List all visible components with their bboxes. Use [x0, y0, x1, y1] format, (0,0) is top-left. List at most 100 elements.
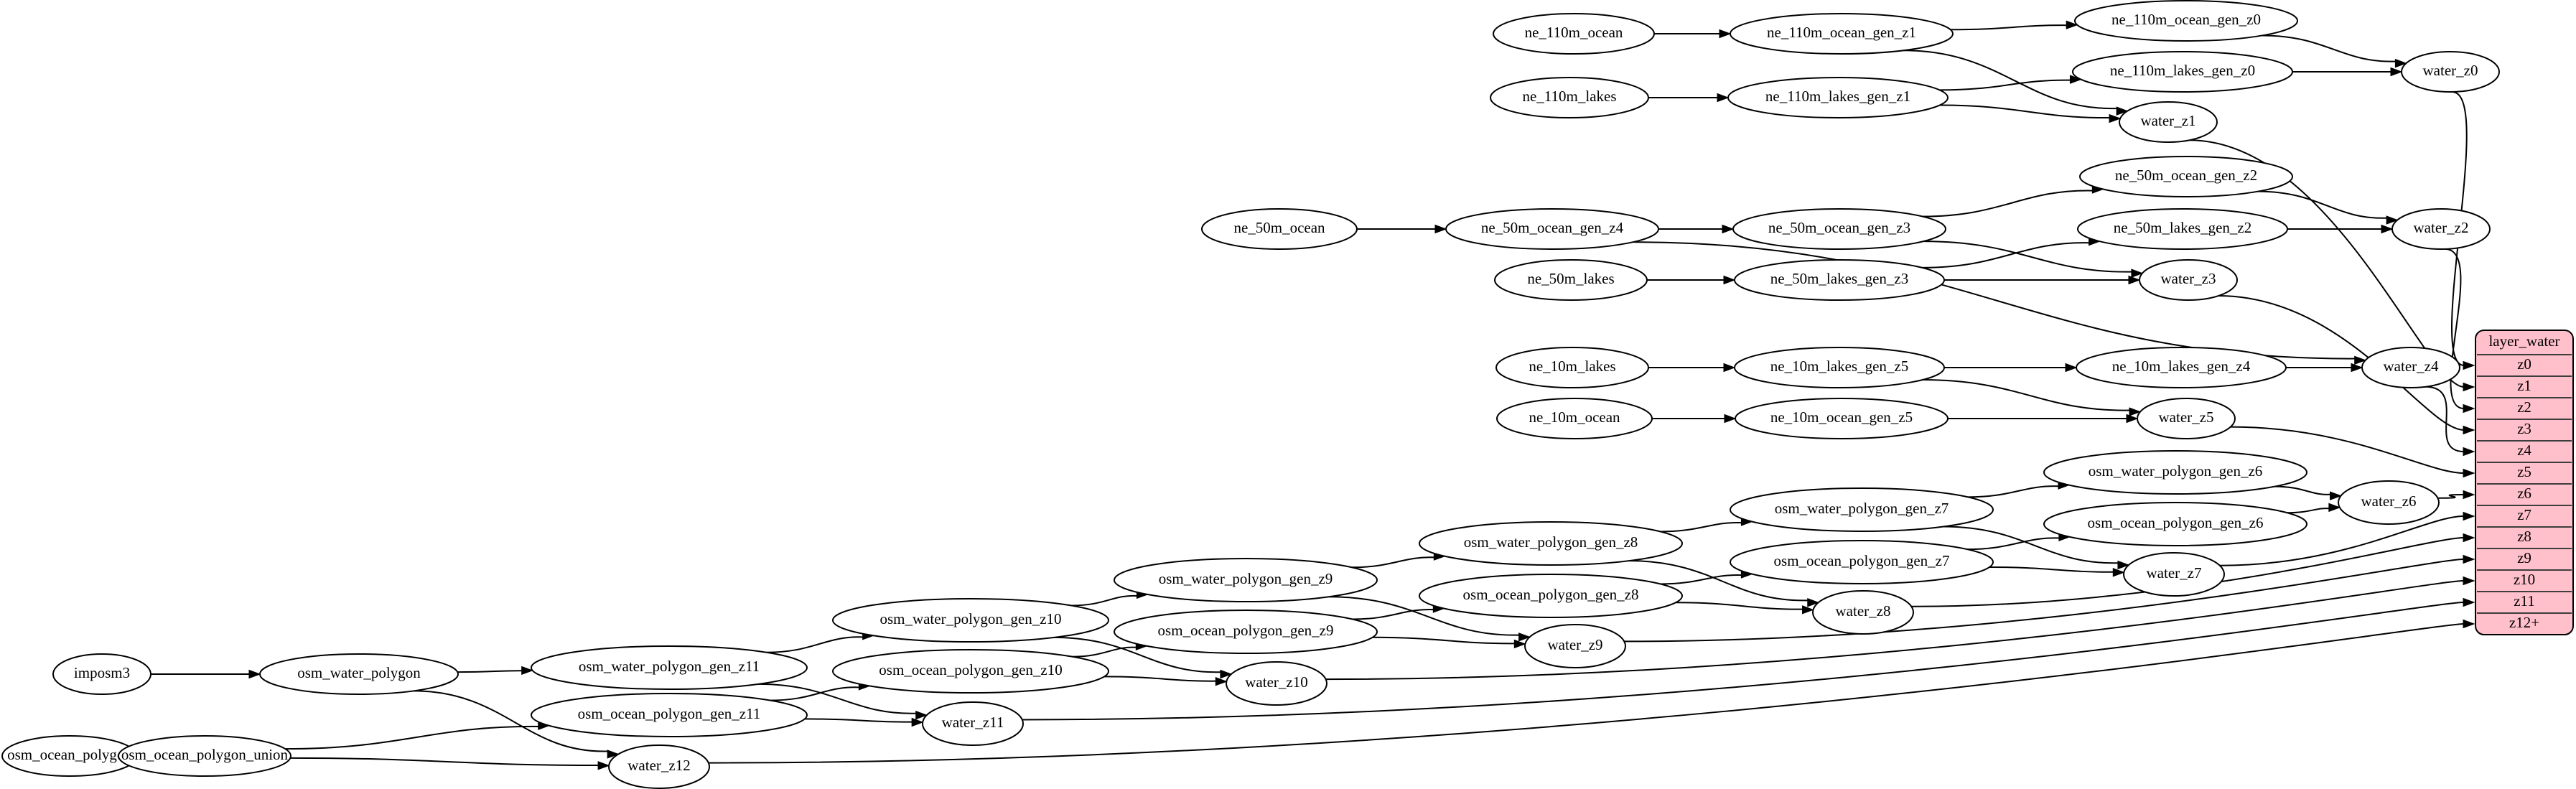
node-water_z7[interactable]: water_z7 — [2123, 552, 2225, 597]
edge-arrowhead — [597, 761, 610, 770]
node-water_z0[interactable]: water_z0 — [2401, 51, 2500, 93]
node-ellipse — [2079, 156, 2293, 197]
node-osm_ocean_polygon_gen_z10[interactable]: osm_ocean_polygon_gen_z10 — [832, 649, 1109, 694]
node-osm_ocean_polygon_gen_z6[interactable]: osm_ocean_polygon_gen_z6 — [2043, 502, 2307, 546]
edge-osm_ocean_polygon_gen_z9-to-water_z9 — [1372, 636, 1516, 645]
node-ne_50m_ocean[interactable]: ne_50m_ocean — [1201, 208, 1358, 250]
node-label: water_z11 — [942, 714, 1004, 731]
layer-table-row-z11[interactable]: z11 — [2514, 592, 2535, 610]
layer-table-row-z4[interactable]: z4 — [2517, 442, 2531, 459]
node-label: ne_110m_lakes_gen_z0 — [2110, 62, 2255, 79]
layer-table-row-z8[interactable]: z8 — [2517, 528, 2531, 545]
edge-arrowhead — [1807, 598, 1820, 607]
node-water_z1[interactable]: water_z1 — [2119, 101, 2218, 143]
edge-arrowhead — [2126, 414, 2139, 424]
node-ne_50m_lakes[interactable]: ne_50m_lakes — [1494, 259, 1648, 301]
layer-table-row-z0[interactable]: z0 — [2517, 355, 2531, 373]
node-ne_50m_ocean_gen_z3[interactable]: ne_50m_ocean_gen_z3 — [1732, 208, 1946, 250]
layer-table-row-z7[interactable]: z7 — [2517, 506, 2531, 523]
node-label: osm_ocean_polygon_gen_z10 — [879, 661, 1062, 678]
node-osm_ocean_polygon_union[interactable]: osm_ocean_polygon_union — [118, 735, 291, 777]
node-ellipse — [2043, 450, 2307, 495]
node-ellipse — [52, 653, 151, 695]
node-water_z6[interactable]: water_z6 — [2338, 480, 2440, 525]
node-osm_water_polygon_gen_z6[interactable]: osm_water_polygon_gen_z6 — [2043, 450, 2307, 495]
node-osm_water_polygon_gen_z7[interactable]: osm_water_polygon_gen_z7 — [1730, 487, 1994, 532]
node-osm_ocean_polygon_gen_z9[interactable]: osm_ocean_polygon_gen_z9 — [1114, 610, 1378, 654]
node-ne_50m_ocean_gen_z4[interactable]: ne_50m_ocean_gen_z4 — [1445, 208, 1659, 250]
layer-water-table[interactable]: layer_water z0 z1 z2 z3 z4 z5 z6 z7 z8 z9 z10 z11 z12… — [2475, 330, 2574, 635]
edge-osm_ocean_polygon_gen_z9-to-osm_ocean_polygon_gen_z8 — [1352, 609, 1434, 620]
node-ne_110m_ocean_gen_z1[interactable]: ne_110m_ocean_gen_z1 — [1730, 13, 1954, 55]
node-label: osm_ocean_polygon_gen_z9 — [1158, 622, 1334, 639]
layer-table-row-z12+[interactable]: z12+ — [2509, 614, 2539, 631]
edge-ne_50m_lakes_gen_z3-to-ne_50m_lakes_gen_z2 — [1922, 242, 2090, 269]
node-water_z3[interactable]: water_z3 — [2139, 259, 2238, 301]
node-osm_ocean_polygon_gen_z7[interactable]: osm_ocean_polygon_gen_z7 — [1730, 540, 1994, 584]
node-osm_ocean_polygon_gen_z11[interactable]: osm_ocean_polygon_gen_z11 — [531, 693, 808, 737]
edge-ne_110m_lakes_gen_z1-to-water_z1 — [1939, 104, 2111, 119]
node-ne_110m_lakes_gen_z0[interactable]: ne_110m_lakes_gen_z0 — [2072, 51, 2293, 93]
node-ellipse — [1495, 347, 1649, 388]
node-ellipse — [1445, 208, 1659, 250]
edge-osm_water_polygon_gen_z9-to-water_z9 — [1328, 596, 1520, 636]
layer-table-row-z9[interactable]: z9 — [2517, 549, 2531, 566]
node-water_z10[interactable]: water_z10 — [1226, 661, 1327, 706]
node-label: ne_10m_ocean — [1529, 408, 1620, 426]
node-water_z8[interactable]: water_z8 — [1812, 590, 1914, 635]
node-osm_ocean_polygon_gen_z8[interactable]: osm_ocean_polygon_gen_z8 — [1419, 574, 1683, 618]
node-osm_water_polygon_gen_z10[interactable]: osm_water_polygon_gen_z10 — [832, 598, 1109, 643]
node-imposm3[interactable]: imposm3 — [52, 653, 151, 695]
node-osm_ocean_polygon[interactable]: osm_ocean_polygon — [1, 735, 138, 777]
node-ne_50m_ocean_gen_z2[interactable]: ne_50m_ocean_gen_z2 — [2079, 156, 2293, 197]
edge-arrowhead — [2390, 67, 2403, 77]
node-label: water_z10 — [1245, 673, 1307, 691]
node-ne_10m_lakes[interactable]: ne_10m_lakes — [1495, 347, 1649, 388]
layer-table-header: layer_water — [2488, 332, 2559, 350]
node-osm_water_polygon_gen_z11[interactable]: osm_water_polygon_gen_z11 — [531, 645, 808, 690]
node-ne_50m_lakes_gen_z3[interactable]: ne_50m_lakes_gen_z3 — [1734, 259, 1945, 301]
node-water_z9[interactable]: water_z9 — [1524, 624, 1626, 668]
edge-water_z4-to-layer-z4 — [2425, 386, 2465, 452]
node-water_z5[interactable]: water_z5 — [2137, 398, 2236, 439]
node-osm_water_polygon_gen_z9[interactable]: osm_water_polygon_gen_z9 — [1114, 558, 1378, 602]
layer-table-row-z5[interactable]: z5 — [2517, 463, 2531, 480]
node-label: osm_ocean_polygon — [7, 746, 132, 763]
node-water_z4[interactable]: water_z4 — [2361, 347, 2460, 388]
layer-table-row-z6[interactable]: z6 — [2517, 485, 2531, 502]
node-label: ne_110m_ocean — [1525, 24, 1623, 41]
node-label: ne_110m_ocean_gen_z0 — [2111, 11, 2261, 28]
node-osm_water_polygon[interactable]: osm_water_polygon — [259, 653, 459, 695]
edge-osm_ocean_polygon_gen_z7-to-water_z7 — [1989, 566, 2114, 573]
node-ellipse — [1524, 624, 1626, 668]
node-ellipse — [832, 598, 1109, 643]
node-ne_110m_lakes_gen_z1[interactable]: ne_110m_lakes_gen_z1 — [1727, 77, 1949, 118]
node-water_z12[interactable]: water_z12 — [608, 744, 710, 789]
edge-osm_water_polygon_gen_z7-to-osm_water_polygon_gen_z6 — [1968, 485, 2060, 498]
node-ne_110m_ocean_gen_z0[interactable]: ne_110m_ocean_gen_z0 — [2074, 0, 2298, 42]
node-ne_110m_lakes[interactable]: ne_110m_lakes — [1490, 77, 1649, 118]
layer-table-row-z2[interactable]: z2 — [2517, 398, 2531, 416]
node-ne_110m_ocean[interactable]: ne_110m_ocean — [1493, 13, 1655, 55]
node-ne_10m_lakes_gen_z4[interactable]: ne_10m_lakes_gen_z4 — [2076, 347, 2287, 388]
node-osm_water_polygon_gen_z8[interactable]: osm_water_polygon_gen_z8 — [1419, 521, 1683, 566]
edge-arrowhead — [1722, 224, 1735, 234]
node-label: osm_water_polygon — [297, 664, 421, 681]
node-water_z11[interactable]: water_z11 — [922, 701, 1024, 746]
node-label: water_z3 — [2161, 270, 2216, 287]
edge-arrowhead — [248, 669, 261, 679]
layer-table-row-z10[interactable]: z10 — [2514, 571, 2535, 588]
node-ne_10m_ocean_gen_z5[interactable]: ne_10m_ocean_gen_z5 — [1735, 398, 1949, 439]
edge-arrowhead — [1717, 93, 1730, 103]
node-water_z2[interactable]: water_z2 — [2391, 208, 2491, 250]
layer-table-row-z1[interactable]: z1 — [2517, 377, 2531, 394]
node-label: water_z8 — [1836, 602, 1891, 620]
edge-osm_water_polygon_gen_z11-to-water_z11 — [758, 683, 917, 714]
node-ne_10m_lakes_gen_z5[interactable]: ne_10m_lakes_gen_z5 — [1734, 347, 1945, 388]
node-label: osm_water_polygon_gen_z10 — [879, 610, 1061, 627]
node-ellipse — [2074, 0, 2298, 42]
edge-osm_water_polygon_gen_z7-to-water_z7 — [1943, 526, 2119, 564]
node-ne_10m_ocean[interactable]: ne_10m_ocean — [1496, 398, 1653, 439]
node-ne_50m_lakes_gen_z2[interactable]: ne_50m_lakes_gen_z2 — [2077, 208, 2288, 250]
layer-table-row-z3[interactable]: z3 — [2517, 420, 2531, 437]
